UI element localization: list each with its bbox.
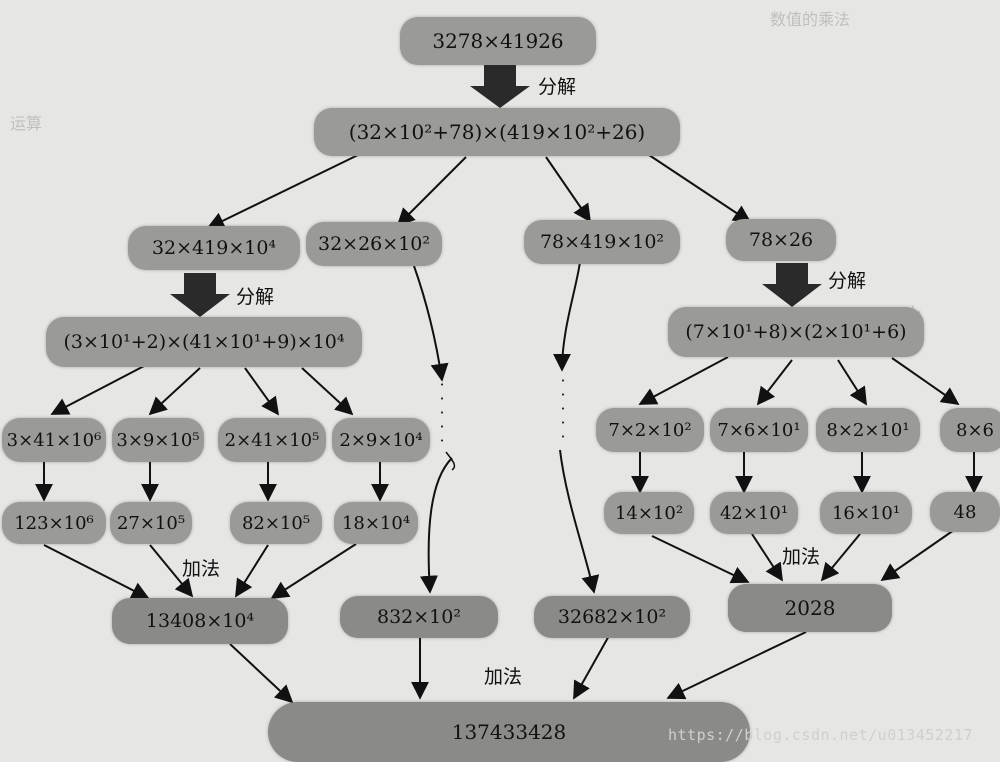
rr3-node: 16×10¹: [820, 492, 912, 534]
lr4-node: 18×10⁴: [334, 502, 418, 544]
arrow-rr1-sum: [651, 535, 750, 584]
lr3-node: 82×10⁵: [230, 502, 322, 544]
arrow-rr2-sum: [751, 533, 783, 582]
l1-node: 3×41×10⁶: [2, 418, 106, 462]
sum-left-node: 13408×10⁴: [112, 598, 288, 644]
arrow-sumleft-final: [229, 643, 294, 704]
r3-node: 8×2×10¹: [816, 408, 920, 452]
decompose-arrow-top: [470, 65, 530, 108]
ellipsis-left: ·····: [439, 375, 445, 450]
watermark: https://blog.csdn.net/u013452217: [668, 726, 973, 744]
rr4-node: 48: [930, 492, 1000, 532]
addition-label-left: 加法: [182, 558, 221, 580]
decompose-label-top: 分解: [538, 76, 577, 98]
level1-node: (32×10²+78)×(419×10²+26): [314, 108, 680, 156]
lr2-node: 27×10⁵: [110, 502, 192, 544]
root-node: 3278×41926: [400, 17, 596, 65]
arrow-lr4-sum: [270, 543, 357, 599]
decompose-label-right: 分解: [828, 270, 867, 292]
arrow-lr1-sum: [43, 544, 150, 599]
l3-node: 2×41×10⁵: [218, 418, 326, 462]
arrow-sumright-final: [666, 631, 807, 700]
curve-p2-down: [413, 265, 449, 382]
sum-p2-node: 832×10²: [340, 596, 498, 638]
l2-node: 3×9×10⁵: [112, 418, 204, 462]
curve-p3-down: [553, 261, 581, 372]
addition-label-bottom: 加法: [484, 666, 523, 688]
arrow-to-r3: [837, 359, 867, 406]
addition-label-right: 加法: [782, 546, 821, 568]
arrow-to-p1: [206, 154, 359, 230]
arrow-to-r1: [638, 356, 729, 405]
arrow-to-p3: [545, 156, 592, 223]
curve-p3-to-sum: [559, 449, 600, 594]
arrow-sump3-final: [573, 633, 611, 700]
arrow-lr3-sum: [235, 544, 269, 598]
decompose-arrow-right: [762, 263, 822, 307]
lr1-node: 123×10⁶: [2, 502, 106, 544]
l4-node: 2×9×10⁴: [332, 418, 430, 462]
sum-right-node: 2028: [728, 584, 892, 632]
rr1-node: 14×10²: [604, 492, 694, 534]
p4-node: 78×26: [726, 219, 836, 261]
arrow-rr4-sum: [880, 529, 955, 582]
arrow-to-p2: [396, 156, 467, 227]
left-decomp-node: (3×10¹+2)×(41×10¹+9)×10⁴: [46, 317, 362, 367]
rr2-node: 42×10¹: [710, 492, 798, 534]
arrow-to-l3: [244, 367, 280, 416]
arrow-lr2-sum: [149, 544, 194, 598]
arrow-to-r2: [756, 359, 793, 406]
r1-node: 7×2×10²: [596, 408, 704, 452]
ellipsis-right: ·····: [560, 371, 566, 446]
right-decomp-node: (7×10¹+8)×(2×10¹+6): [668, 307, 924, 357]
p3-node: 78×419×10²: [524, 220, 680, 264]
arrow-to-r4: [891, 357, 960, 406]
arrow-to-p4: [645, 152, 752, 223]
r4-node: 8×6: [940, 408, 1000, 452]
decompose-arrow-left: [170, 273, 230, 317]
p2-node: 32×26×10²: [306, 222, 442, 266]
final-node: 137433428: [268, 702, 750, 762]
arrow-rr3-sum: [820, 533, 861, 582]
curve-p2-to-sum: [419, 457, 453, 594]
arrow-to-l2: [148, 367, 201, 416]
r2-node: 7×6×10¹: [710, 408, 808, 452]
decompose-label-left: 分解: [236, 286, 275, 308]
squiggle: [445, 451, 456, 471]
arrow-to-l4: [301, 367, 354, 416]
arrow-to-l1: [50, 364, 147, 415]
p1-node: 32×419×10⁴: [128, 226, 300, 270]
sum-p3-node: 32682×10²: [534, 596, 690, 638]
